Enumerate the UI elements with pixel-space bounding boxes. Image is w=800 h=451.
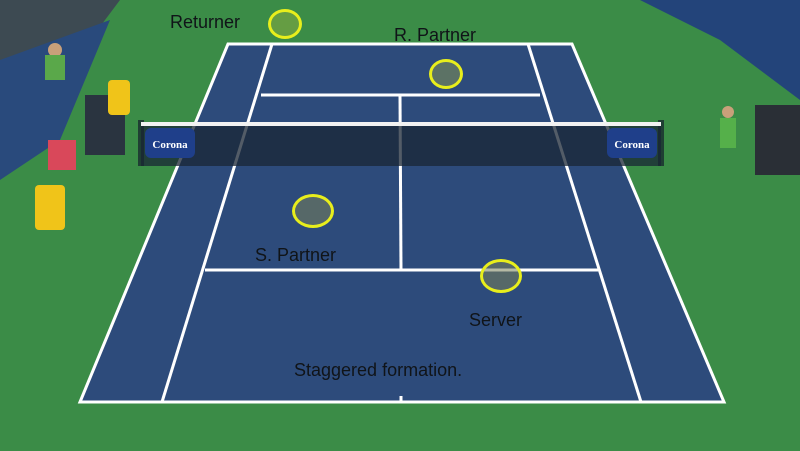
cooler-yellow-2: [108, 80, 130, 115]
returner-partner-label: R. Partner: [394, 25, 477, 45]
cooler-yellow: [35, 185, 65, 230]
returner-partner-marker: [429, 59, 463, 89]
net-banner-left: [145, 128, 195, 158]
server-partner-marker: [292, 194, 334, 228]
right-stadium-wall: [640, 0, 800, 100]
server-label: Server: [469, 310, 523, 330]
left-singles-sideline: [160, 43, 274, 403]
net-banner-left-text: Corona: [152, 139, 188, 151]
line-judge-left-body: [45, 55, 65, 80]
caption: Staggered formation.: [294, 360, 463, 380]
server-marker: [480, 259, 522, 293]
net-banner-right: [607, 128, 657, 158]
line-judge-left-head: [48, 43, 62, 57]
server-partner-label: S. Partner: [255, 245, 337, 265]
red-cooler: [48, 140, 76, 170]
right-singles-sideline: [526, 43, 643, 403]
camera-crew: [755, 105, 800, 175]
line-judge-right-body: [720, 118, 736, 148]
returner-marker: [268, 9, 302, 39]
net-banner-right-text: Corona: [614, 139, 650, 151]
line-judge-right-head: [722, 106, 734, 118]
center-service-line: [398, 94, 403, 271]
left-wall: [0, 20, 110, 180]
court-boundary: [77, 42, 727, 404]
net: [141, 124, 661, 166]
returner-label: Returner: [170, 12, 241, 32]
